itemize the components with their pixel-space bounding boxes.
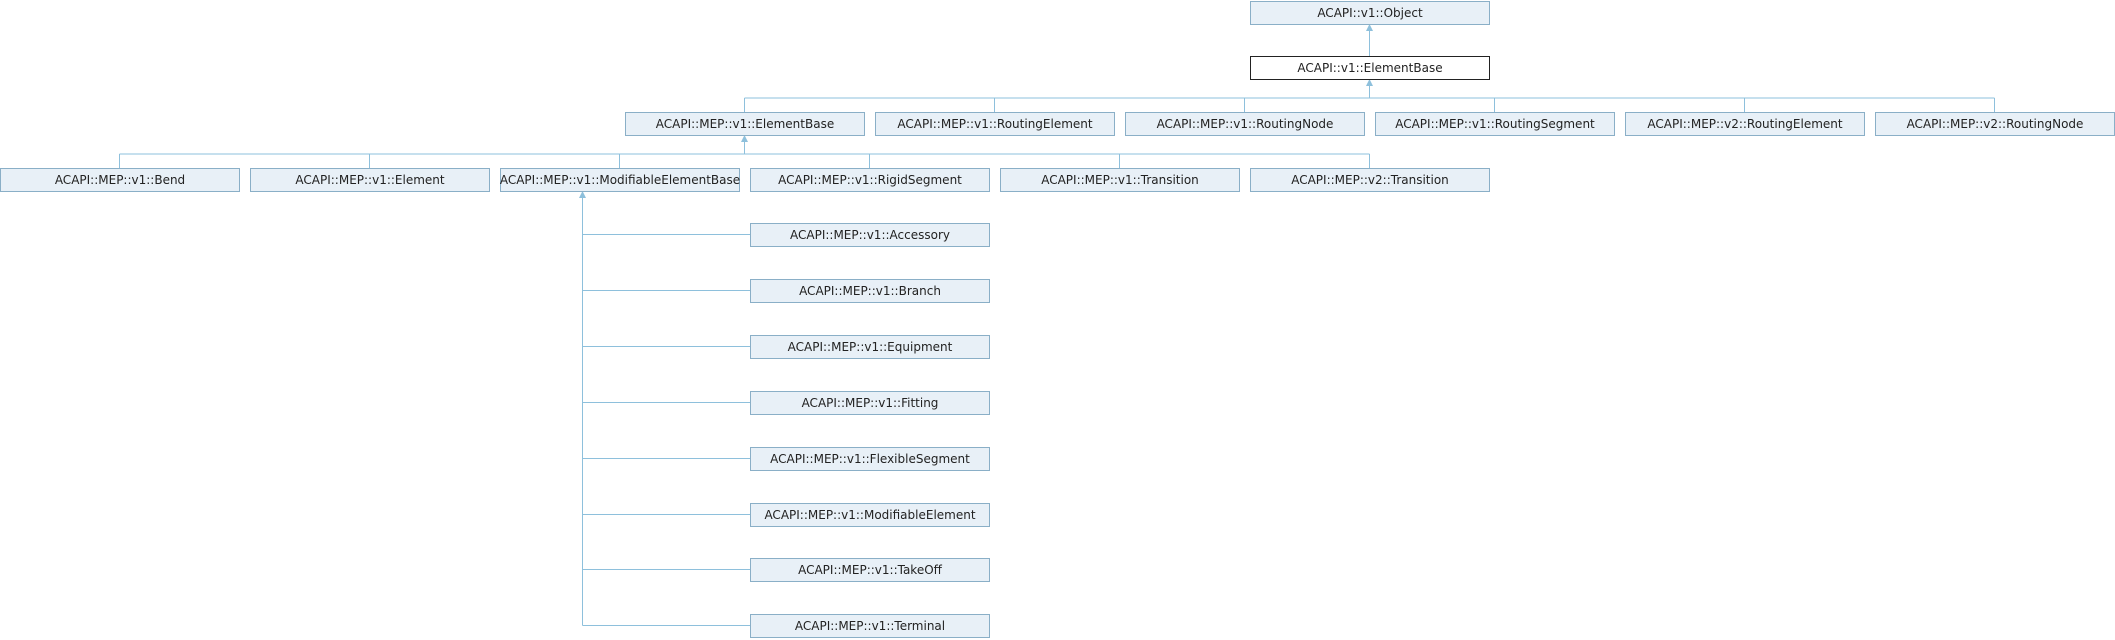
class-node-obj[interactable]: ACAPI::v1::Object <box>1250 1 1490 25</box>
class-node-rn2[interactable]: ACAPI::MEP::v2::RoutingNode <box>1875 112 2115 136</box>
class-box <box>1250 56 1490 80</box>
class-label: ACAPI::MEP::v1::RoutingNode <box>1157 117 1334 131</box>
class-node-branch[interactable]: ACAPI::MEP::v1::Branch <box>750 279 990 303</box>
class-box <box>1625 112 1865 136</box>
class-node-acc[interactable]: ACAPI::MEP::v1::Accessory <box>750 223 990 247</box>
class-box <box>750 558 990 582</box>
class-label: ACAPI::MEP::v1::Accessory <box>790 228 950 242</box>
class-node-meb[interactable]: ACAPI::MEP::v1::ModifiableElementBase <box>500 168 740 192</box>
class-node-tr2[interactable]: ACAPI::MEP::v2::Transition <box>1250 168 1490 192</box>
class-label: ACAPI::MEP::v1::FlexibleSegment <box>770 452 970 466</box>
class-node-eb[interactable]: ACAPI::v1::ElementBase <box>1250 56 1490 80</box>
class-box <box>750 223 990 247</box>
class-label: ACAPI::MEP::v1::Fitting <box>802 396 939 410</box>
class-label: ACAPI::MEP::v1::ModifiableElement <box>764 508 975 522</box>
class-box <box>500 168 740 192</box>
inheritance-arrow-mepeb <box>741 135 748 142</box>
class-box <box>750 168 990 192</box>
class-label: ACAPI::MEP::v2::RoutingElement <box>1647 117 1843 131</box>
class-label: ACAPI::MEP::v1::ModifiableElementBase <box>500 173 740 187</box>
class-node-flex[interactable]: ACAPI::MEP::v1::FlexibleSegment <box>750 447 990 471</box>
class-box <box>750 335 990 359</box>
class-label: ACAPI::MEP::v2::RoutingNode <box>1907 117 2084 131</box>
class-label: ACAPI::MEP::v1::RigidSegment <box>778 173 962 187</box>
class-node-rn1[interactable]: ACAPI::MEP::v1::RoutingNode <box>1125 112 1365 136</box>
class-box <box>750 279 990 303</box>
class-node-rig[interactable]: ACAPI::MEP::v1::RigidSegment <box>750 168 990 192</box>
class-node-bend[interactable]: ACAPI::MEP::v1::Bend <box>0 168 240 192</box>
class-label: ACAPI::MEP::v2::Transition <box>1291 173 1449 187</box>
class-label: ACAPI::MEP::v1::Equipment <box>788 340 953 354</box>
class-label: ACAPI::MEP::v1::Element <box>295 173 445 187</box>
class-label: ACAPI::v1::ElementBase <box>1297 61 1442 75</box>
class-node-re1[interactable]: ACAPI::MEP::v1::RoutingElement <box>875 112 1115 136</box>
class-box <box>750 447 990 471</box>
class-box <box>1125 112 1365 136</box>
inheritance-arrow-meb <box>579 191 586 198</box>
class-box <box>250 168 490 192</box>
class-label: ACAPI::MEP::v1::Branch <box>799 284 941 298</box>
class-node-take[interactable]: ACAPI::MEP::v1::TakeOff <box>750 558 990 582</box>
class-box <box>1375 112 1615 136</box>
inheritance-arrow-obj <box>1366 24 1373 31</box>
class-box <box>1250 168 1490 192</box>
class-label: ACAPI::MEP::v1::Terminal <box>795 619 945 633</box>
class-label: ACAPI::MEP::v1::RoutingSegment <box>1395 117 1595 131</box>
inheritance-arrow-eb <box>1366 79 1373 86</box>
class-node-model[interactable]: ACAPI::MEP::v1::ModifiableElement <box>750 503 990 527</box>
class-node-tr1[interactable]: ACAPI::MEP::v1::Transition <box>1000 168 1240 192</box>
class-box <box>625 112 865 136</box>
class-box <box>0 168 240 192</box>
class-node-rs1[interactable]: ACAPI::MEP::v1::RoutingSegment <box>1375 112 1615 136</box>
class-box <box>750 391 990 415</box>
edges-layer <box>119 24 1995 626</box>
class-box <box>1250 1 1490 25</box>
class-node-re2[interactable]: ACAPI::MEP::v2::RoutingElement <box>1625 112 1865 136</box>
class-box <box>750 503 990 527</box>
class-node-fit[interactable]: ACAPI::MEP::v1::Fitting <box>750 391 990 415</box>
class-box <box>750 614 990 638</box>
class-label: ACAPI::MEP::v1::RoutingElement <box>897 117 1093 131</box>
class-label: ACAPI::MEP::v1::TakeOff <box>798 563 943 577</box>
class-label: ACAPI::MEP::v1::Bend <box>55 173 185 187</box>
class-node-elem[interactable]: ACAPI::MEP::v1::Element <box>250 168 490 192</box>
class-box <box>875 112 1115 136</box>
class-label: ACAPI::MEP::v1::Transition <box>1041 173 1199 187</box>
class-label: ACAPI::MEP::v1::ElementBase <box>656 117 834 131</box>
class-node-term[interactable]: ACAPI::MEP::v1::Terminal <box>750 614 990 638</box>
class-box <box>1000 168 1240 192</box>
class-node-mepeb[interactable]: ACAPI::MEP::v1::ElementBase <box>625 112 865 136</box>
class-label: ACAPI::v1::Object <box>1317 6 1423 20</box>
class-node-equip[interactable]: ACAPI::MEP::v1::Equipment <box>750 335 990 359</box>
